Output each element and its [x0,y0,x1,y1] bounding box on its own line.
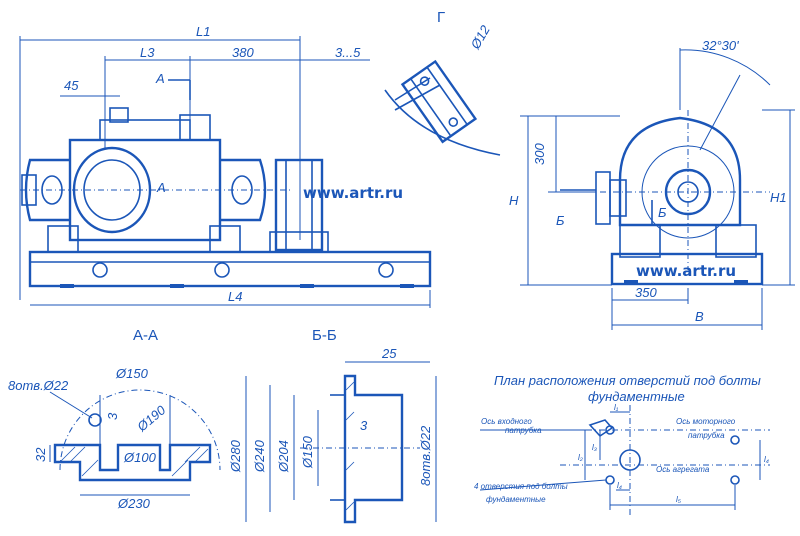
dim-45: 45 [64,78,79,93]
dim-350: 350 [635,285,657,300]
dim-bb-25: 25 [381,346,397,361]
dim-aa-3: 3 [105,412,120,420]
dim-aa-230: Ø230 [117,496,151,511]
hole-plan-title-2: фундаментные [588,389,685,404]
inlet-axis-label-2: патрубка [505,426,542,435]
holes-label-2: фундаментные [486,495,546,504]
inlet-axis-label-1: Ось входного [481,417,532,426]
view-g-dia: Ø12 [467,22,493,52]
dim-aa-100: Ø100 [123,450,157,465]
front-view: L1 L3 380 3...5 45 A A [19,24,432,308]
section-mark-b-left: Б [556,213,565,228]
dim-bb-240: Ø240 [252,439,267,473]
watermark-2: www.artr.ru [636,262,736,280]
section-mark-b-right: Б [658,205,667,220]
dim-bb-holes: 8отв.Ø22 [418,425,433,486]
dim-3-5: 3...5 [335,45,361,60]
dim-bb-150: Ø150 [300,435,315,469]
hole-plan: План расположения отверстий под болты фу… [474,373,770,515]
dim-L1: L1 [196,24,210,39]
shaft-axis-label: Ось агрегата [656,465,710,474]
view-g-title: Г [437,9,445,26]
hole-plan-title-1: План расположения отверстий под болты [494,373,761,388]
motor-axis-label-2: патрубка [688,431,725,440]
dim-l1: l₁ [614,403,619,412]
section-aa: А-А 8отв.Ø22 Ø150 Ø190 3 32 Ø100 Ø230 [8,327,221,511]
view-g: Г Ø12 [384,9,501,156]
dim-bb-204: Ø204 [276,440,291,473]
dim-380: 380 [232,45,254,60]
section-aa-title: А-А [133,327,158,344]
dim-bb-3: 3 [360,418,368,433]
dim-B: B [695,309,704,324]
dim-l4: l₄ [764,455,769,464]
section-mark-a-mid: A [156,180,166,195]
dim-L4: L4 [228,289,242,304]
dim-l5: l₅ [676,495,682,504]
motor-axis-label-1: Ось моторного [676,417,736,426]
watermark-1: www.artr.ru [303,184,403,202]
dim-300: 300 [532,143,547,165]
dim-bb-280: Ø280 [228,439,243,473]
dim-H: H [509,193,519,208]
section-bb: Б-Б 25 3 Ø280 Ø240 Ø204 Ø150 8отв.Ø22 [228,327,437,524]
dim-l2: l₂ [578,453,583,462]
dim-angle: 32°30' [702,38,739,53]
dim-l3: l₃ [592,443,597,452]
dim-aa-32: 32 [33,447,48,462]
side-view: 32°30' H 300 H1 Б Б [509,38,795,330]
section-mark-a-top: A [155,71,165,86]
dim-l4-bottom: l₄ [617,481,622,490]
dim-aa-190: Ø190 [134,402,169,435]
dim-L3: L3 [140,45,155,60]
holes-label-1: 4 отверстия под болты [474,482,568,491]
section-bb-title: Б-Б [312,327,337,344]
dim-aa-150: Ø150 [115,366,149,381]
dim-aa-holes: 8отв.Ø22 [8,378,69,393]
dim-H1: H1 [770,190,787,205]
